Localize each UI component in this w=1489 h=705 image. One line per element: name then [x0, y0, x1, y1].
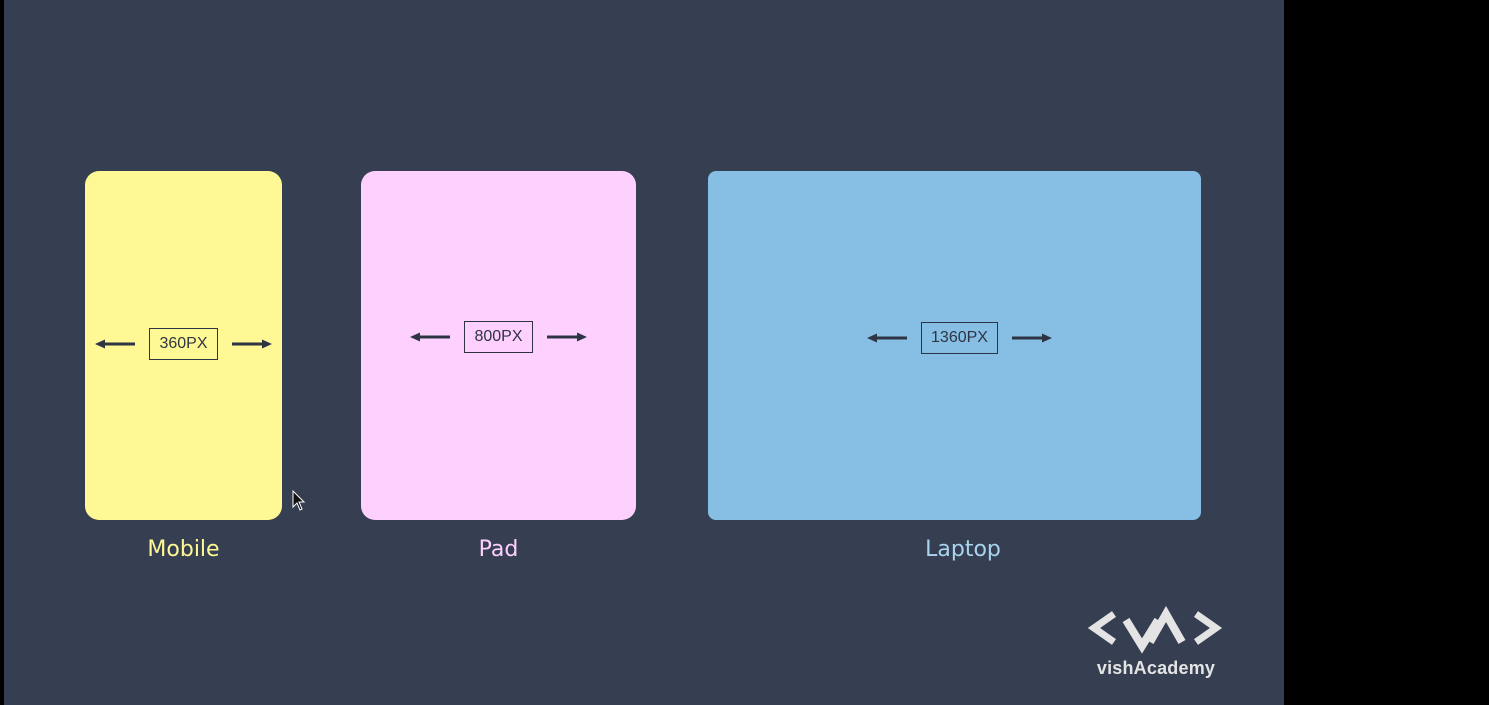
- laptop-label: Laptop: [925, 537, 1001, 562]
- pad-width-indicator: 800PX: [361, 321, 636, 353]
- vishacademy-logo: vishAcademy: [1086, 605, 1226, 679]
- pad-device-box: 800PX: [361, 171, 636, 520]
- laptop-width-indicator: 1360PX: [718, 322, 1201, 354]
- laptop-device-box: 1360PX: [708, 171, 1201, 520]
- left-arrow-icon: [867, 333, 908, 343]
- logo-text: vishAcademy: [1096, 658, 1216, 678]
- code-brackets-logo-icon: [1087, 605, 1223, 654]
- right-arrow-icon: [546, 332, 587, 342]
- right-arrow-icon: [231, 339, 272, 349]
- right-arrow-icon: [1011, 333, 1052, 343]
- laptop-width-label: 1360PX: [921, 322, 998, 354]
- mobile-label: Mobile: [147, 537, 220, 562]
- pad-width-label: 800PX: [464, 321, 533, 353]
- mouse-cursor-icon: [292, 490, 306, 511]
- pad-label: Pad: [478, 537, 519, 562]
- mobile-width-indicator: 360PX: [85, 328, 282, 360]
- slide: 360PX Mobile 800PX Pad: [4, 0, 1284, 705]
- mobile-device-box: 360PX: [85, 171, 282, 520]
- left-arrow-icon: [95, 339, 136, 349]
- mobile-width-label: 360PX: [149, 328, 218, 360]
- left-arrow-icon: [410, 332, 451, 342]
